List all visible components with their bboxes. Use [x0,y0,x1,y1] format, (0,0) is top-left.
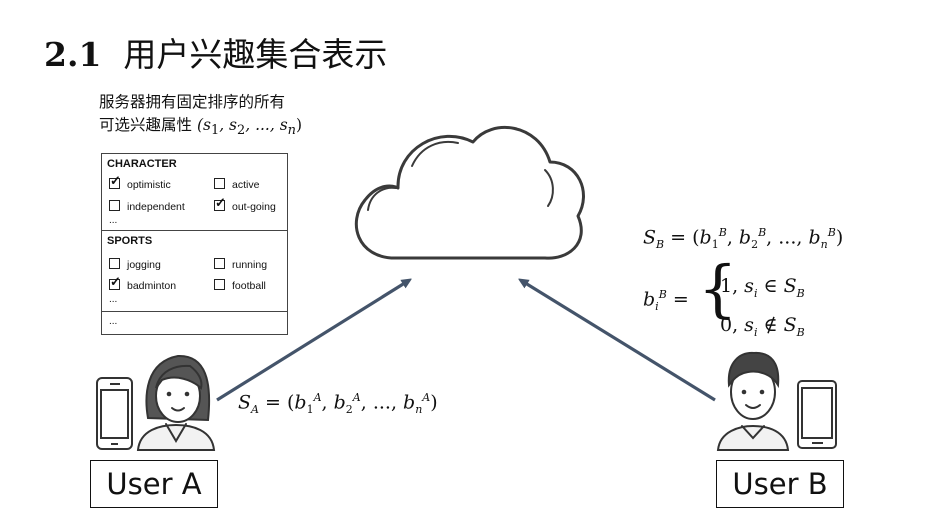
server-description: 服务器拥有固定排序的所有 可选兴趣属性 (s1, s2, ..., sn) [99,91,302,142]
checkbox-empty-icon[interactable] [109,200,120,211]
formula-case-not-in: 0, si ∉ SB [720,314,805,339]
user-b-label: User B [716,460,844,508]
user-b-avatar-icon [716,351,790,451]
checkbox-checked-icon[interactable]: ✓ [214,195,226,211]
brace-icon: { [698,252,738,325]
section-title: 用户兴趣集合表示 [123,35,388,74]
interest-panel: CHARACTER ✓optimistic active independent… [101,153,288,335]
panel-section-character: CHARACTER ✓optimistic active independent… [102,154,287,228]
option-football[interactable]: football [214,279,266,292]
more-options-ellipsis: ... [109,215,118,226]
option-running[interactable]: running [214,258,267,271]
checkbox-empty-icon[interactable] [214,258,225,269]
checkbox-empty-icon[interactable] [109,258,120,269]
checkbox-checked-icon[interactable]: ✓ [109,274,121,290]
option-optimistic[interactable]: ✓optimistic [109,173,171,191]
option-jogging[interactable]: jogging [109,258,161,271]
formula-case-in: 1, si ∈ SB [720,275,805,300]
option-badminton[interactable]: ✓badminton [109,274,177,292]
arrow-user-a-to-cloud [216,281,408,402]
phone-icon [797,380,837,449]
cloud-server-icon [354,126,585,260]
option-active[interactable]: active [214,178,259,191]
user-a-label: User A [90,460,218,508]
section-divider [102,230,287,231]
user-a-avatar-icon [136,354,216,451]
checkbox-checked-icon[interactable]: ✓ [109,173,121,189]
slide-title: 2.1 用户兴趣集合表示 [44,28,387,76]
arrow-user-b-to-cloud [522,281,716,402]
more-sections-ellipsis: ... [109,316,118,327]
option-out-going[interactable]: ✓out-going [214,195,276,213]
phone-icon [96,377,133,450]
option-independent[interactable]: independent [109,200,185,213]
formula-indicator-lhs: biB = [643,288,689,314]
more-options-ellipsis: ... [109,294,118,305]
formula-user-b-vector: SB = (b1B, b2B, ..., bnB) [643,226,844,252]
checkbox-empty-icon[interactable] [214,178,225,189]
section-header: SPORTS [107,235,153,247]
description-line-2: 可选兴趣属性 (s1, s2, ..., sn) [99,116,303,139]
checkbox-empty-icon[interactable] [214,279,225,290]
panel-section-sports: SPORTS jogging running ✓badminton footba… [102,231,287,311]
section-header: CHARACTER [107,158,177,170]
section-divider [102,311,287,312]
section-number: 2.1 [44,35,102,74]
description-line-1: 服务器拥有固定排序的所有 [99,93,286,111]
formula-user-a-vector: SA = (b1A, b2A, ..., bnA) [238,391,438,417]
